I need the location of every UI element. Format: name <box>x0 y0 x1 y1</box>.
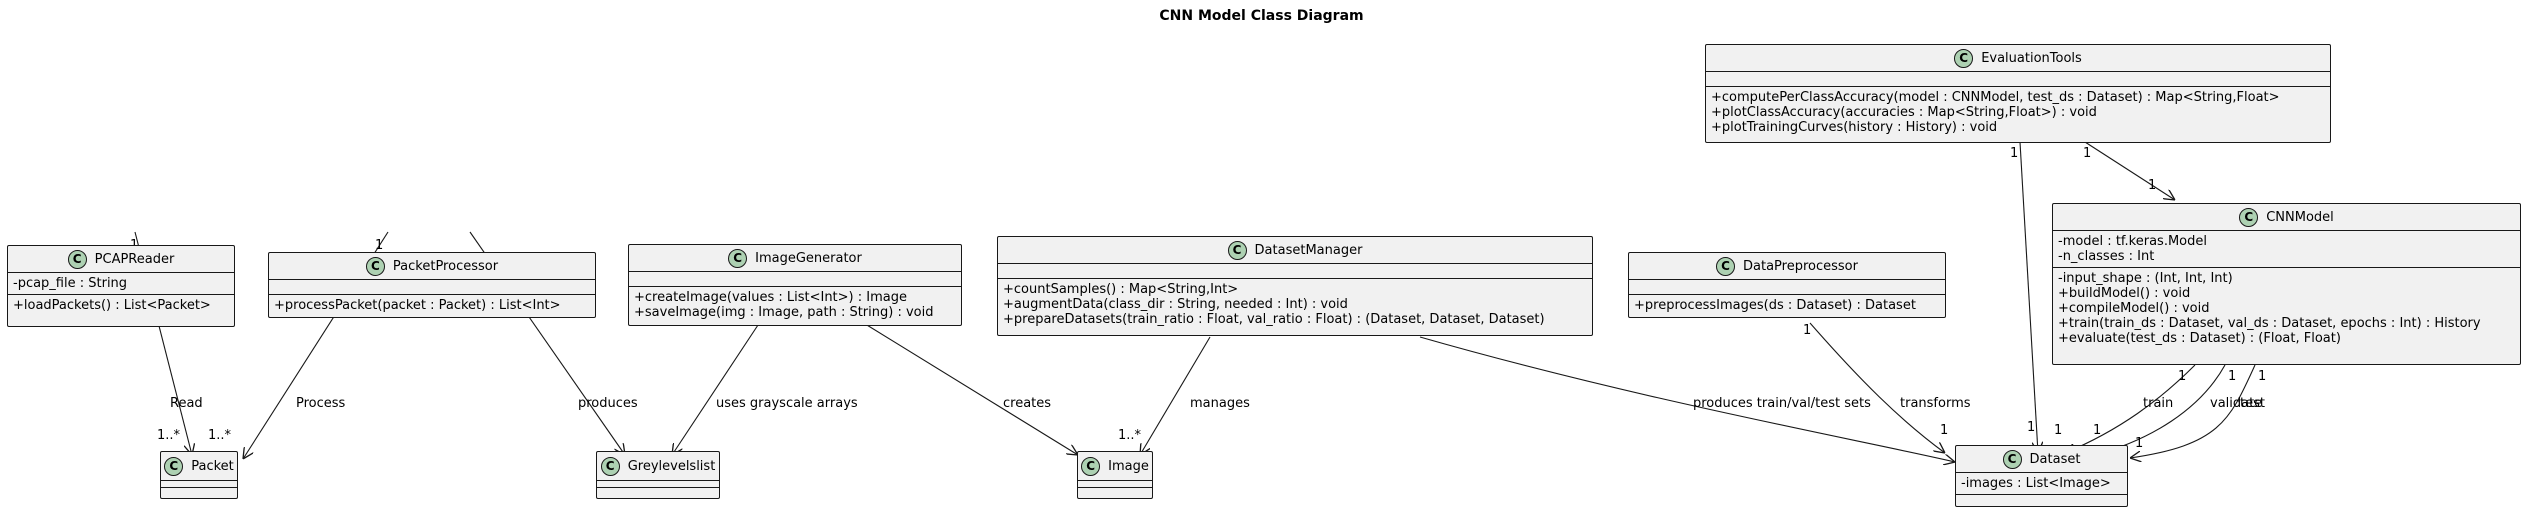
method: +buildModel() : void <box>2058 286 2191 301</box>
class-packet[interactable]: C Packet <box>160 451 238 499</box>
class-icon: C <box>2002 449 2022 469</box>
class-name: Packet <box>191 458 234 474</box>
mult-cnn-validate-to: 1 <box>2093 423 2102 438</box>
edge-label-produces: produces <box>578 396 638 411</box>
mult-proc-packet-to: 1..* <box>208 428 232 443</box>
class-name: Dataset <box>2029 451 2081 467</box>
class-icon: C <box>600 456 620 476</box>
edge-imggen-image <box>861 321 1078 455</box>
edge-label-test: test <box>2240 396 2265 411</box>
class-name: DatasetManager <box>1254 242 1363 258</box>
class-icon: C <box>365 256 385 276</box>
class-name: DataPreprocessor <box>1743 258 1858 274</box>
class-icon: C <box>164 456 184 476</box>
attribute: -images : List<Image> <box>1961 476 2111 491</box>
mult-cnn-test-from: 1 <box>2258 369 2267 384</box>
edge-label-transforms: transforms <box>1900 396 1971 411</box>
mult-proc-packet-from: 1 <box>375 238 384 253</box>
mult-cnn-train-from: 1 <box>2178 369 2187 384</box>
method: +prepareDatasets(train_ratio : Float, va… <box>1003 312 1545 327</box>
mult-pre-to: 1 <box>1940 423 1949 438</box>
attribute: -model : tf.keras.Model <box>2058 234 2207 249</box>
mult-dsm-image-to: 1..* <box>1118 428 1142 443</box>
edge-label-read: Read <box>170 396 203 411</box>
method: +preprocessImages(ds : Dataset) : Datase… <box>1634 298 1916 313</box>
mult-cnn-validate-from: 1 <box>2228 369 2237 384</box>
class-icon: C <box>67 249 87 269</box>
edge-label-validate: validate <box>2210 396 2263 411</box>
mult-cnn-train-to: 1 <box>2054 423 2063 438</box>
mult-eval-dataset-from: 1 <box>2010 146 2019 161</box>
method: +countSamples() : Map<String,Int> <box>1003 282 1239 297</box>
edge-label-process: Process <box>296 396 346 411</box>
class-icon: C <box>1954 48 1974 68</box>
mult-eval-cnn-from: 1 <box>2083 146 2092 161</box>
edge-label-train: train <box>2143 396 2174 411</box>
edge-pre-dataset <box>1809 322 1945 453</box>
edge-label-manages: manages <box>1190 396 1250 411</box>
class-packetprocessor[interactable]: C PacketProcessor +processPacket(packet :… <box>268 252 596 318</box>
edge-eval-cnn <box>2084 141 2175 200</box>
class-imagegenerator[interactable]: C ImageGenerator +createImage(values : Li… <box>628 244 962 326</box>
method: -input_shape : (Int, Int, Int) <box>2058 271 2233 286</box>
class-datapreprocessor[interactable]: C DataPreprocessor +preprocessImages(ds :… <box>1628 252 1946 318</box>
attribute: -n_classes : Int <box>2058 249 2155 264</box>
class-image[interactable]: C Image <box>1077 451 1153 499</box>
mult-eval-dataset-to: 1 <box>2027 420 2036 435</box>
class-name: PacketProcessor <box>392 258 499 274</box>
method: +saveImage(img : Image, path : String) :… <box>634 305 934 320</box>
class-name: Image <box>1108 458 1149 474</box>
class-name: PCAPReader <box>94 251 175 267</box>
class-pcapreader[interactable]: C PCAPReader -pcap_file : String +loadPac… <box>7 245 235 327</box>
edge-cnn-test <box>2130 364 2256 458</box>
method: +evaluate(test_ds : Dataset) : (Float, F… <box>2058 331 2341 346</box>
method: +loadPackets() : List<Packet> <box>13 298 211 313</box>
edge-eval-dataset <box>2019 141 2038 453</box>
edge-cnn-train <box>2065 364 2196 453</box>
class-icon: C <box>2239 207 2259 227</box>
class-icon: C <box>1081 456 1101 476</box>
method: +processPacket(packet : Packet) : List<I… <box>274 298 561 313</box>
mult-cnn-test-to: 1 <box>2135 436 2144 451</box>
attribute: -pcap_file : String <box>13 276 128 291</box>
class-name: ImageGenerator <box>755 250 862 266</box>
class-name: Greylevelslist <box>627 458 716 474</box>
method: +createImage(values : List<Int>) : Image <box>634 290 907 305</box>
edge-dsm-image <box>1140 336 1211 455</box>
class-dataset[interactable]: C Dataset -images : List<Image> <box>1955 445 2128 507</box>
class-name: EvaluationTools <box>1981 50 2082 66</box>
class-datasetmanager[interactable]: C DatasetManager +countSamples() : Map<St… <box>997 236 1593 336</box>
edge-label-produces-sets: produces train/val/test sets <box>1693 396 1871 411</box>
edge-dsm-dataset <box>1419 336 1955 462</box>
edge-label-creates: creates <box>1003 396 1052 411</box>
method: +plotTrainingCurves(history : History) :… <box>1711 120 1998 135</box>
edge-label-uses-grayscale: uses grayscale arrays <box>716 396 858 411</box>
edge-imggen-grey <box>672 321 761 455</box>
method: +computePerClassAccuracy(model : CNNMode… <box>1711 90 2280 105</box>
class-icon: C <box>1716 256 1736 276</box>
class-cnnmodel[interactable]: C CNNModel -model : tf.keras.Model -n_cla… <box>2052 203 2521 365</box>
method: +augmentData(class_dir : String, needed … <box>1003 297 1348 312</box>
class-icon: C <box>728 248 748 268</box>
method: +compileModel() : void <box>2058 301 2210 316</box>
class-evaluationtools[interactable]: C EvaluationTools +computePerClassAccurac… <box>1705 44 2331 143</box>
method: +plotClassAccuracy(accuracies : Map<Stri… <box>1711 105 2097 120</box>
mult-eval-cnn-to: 1 <box>2148 178 2157 193</box>
class-name: CNNModel <box>2266 209 2334 225</box>
mult-pcap-to: 1..* <box>157 428 181 443</box>
mult-pre-from: 1 <box>1803 323 1812 338</box>
diagram-title: CNN Model Class Diagram <box>1159 8 1364 24</box>
class-icon: C <box>1227 240 1247 260</box>
class-greylevelslist[interactable]: C Greylevelslist <box>596 451 720 499</box>
method: +train(train_ds : Dataset, val_ds : Data… <box>2058 316 2481 331</box>
